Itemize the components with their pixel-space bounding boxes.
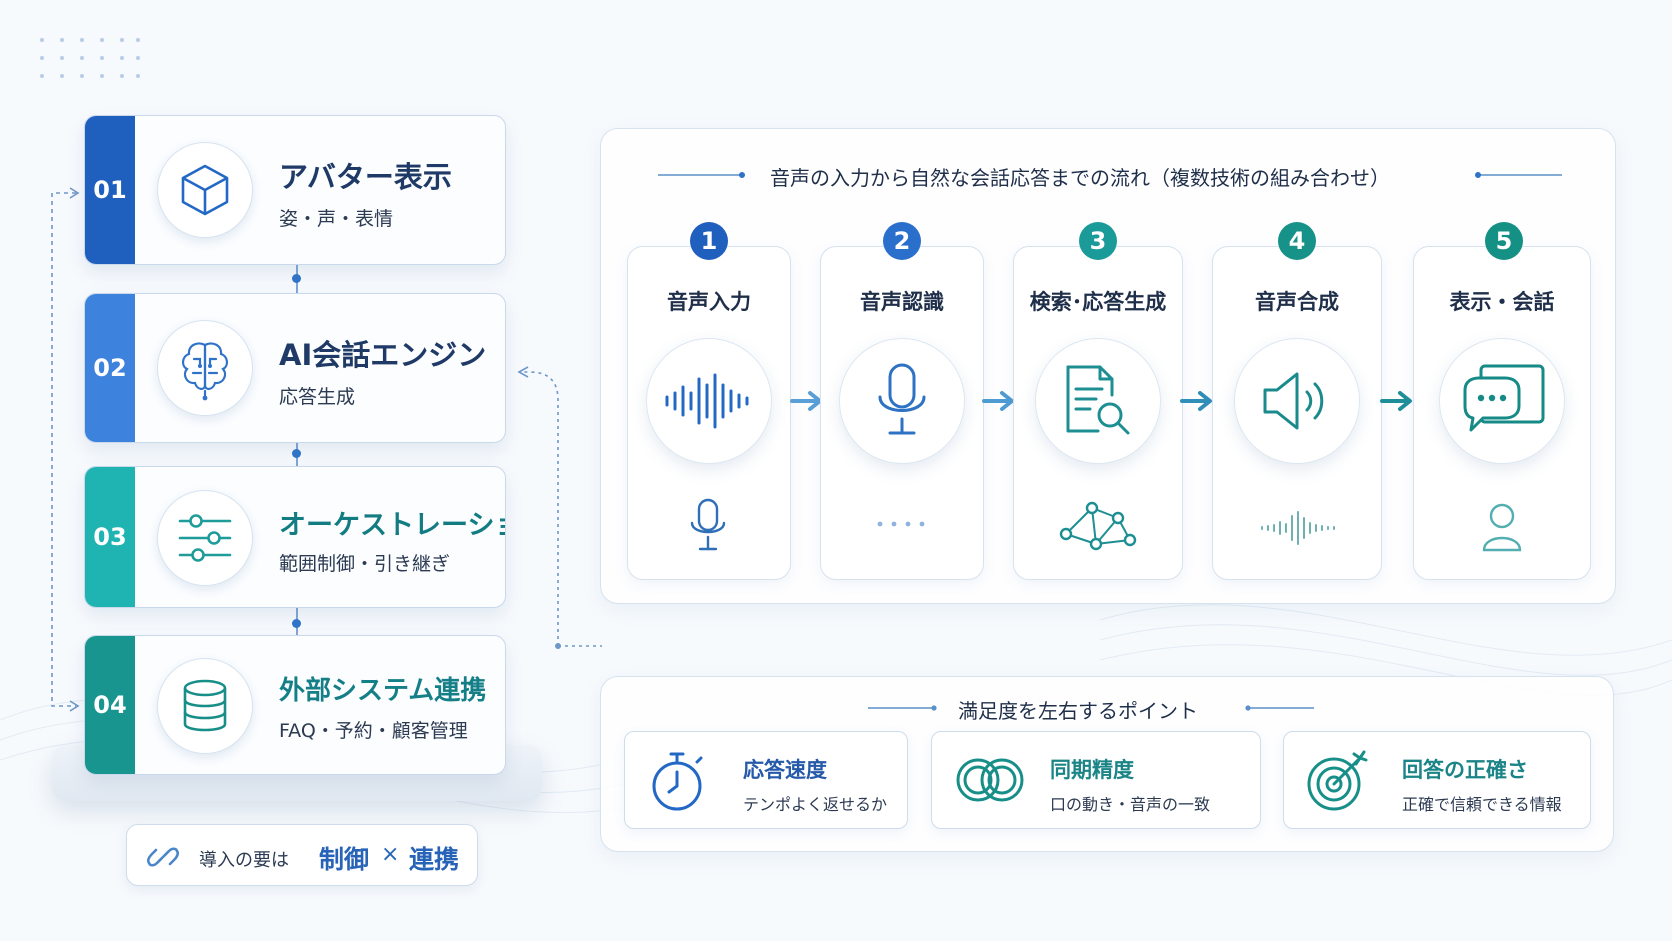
engine-link-arrowhead <box>517 366 529 378</box>
dots-icon <box>877 521 925 527</box>
layer-subtitle: 姿・声・表情 <box>279 208 394 230</box>
layer-icon-disc <box>157 490 253 586</box>
flow-title: 音声の入力から自然な会話応答までの流れ（複数技術の組み合わせ） <box>770 166 1390 190</box>
layer-card-03: 03 オーケストレーション 範囲制御・引き継ぎ <box>84 466 506 608</box>
satisfaction-point-desc: 正確で信頼できる情報 <box>1402 795 1562 814</box>
document-search-icon <box>1066 365 1130 435</box>
satisfaction-card-accuracy: 回答の正確さ 正確で信頼できる情報 <box>1283 731 1591 829</box>
flow-title-rule <box>658 172 1562 178</box>
cube-icon <box>181 164 229 216</box>
engine-link-dot <box>555 643 561 649</box>
layer-card-04: 04 外部システム連携 FAQ・予約・顧客管理 <box>84 635 506 775</box>
step-icon-disc <box>1035 338 1161 464</box>
step-number-badge: 3 <box>1079 222 1117 260</box>
step-number-badge: 2 <box>883 222 921 260</box>
satisfaction-title-rule <box>868 705 1314 711</box>
satisfaction-point-title: 応答速度 <box>743 758 827 782</box>
satisfaction-title: 満足度を左右するポイント <box>958 699 1198 723</box>
satisfaction-point-title: 同期精度 <box>1050 758 1134 782</box>
brain-circuit-icon <box>182 342 228 401</box>
layer-number: 04 <box>85 636 135 774</box>
satisfaction-card-sync: 同期精度 口の動き・音声の一致 <box>931 731 1261 829</box>
microphone-icon <box>878 363 926 435</box>
step-label: 音声合成 <box>1255 290 1339 314</box>
key-point-pill: 導入の要は 制御 × 連携 <box>126 824 478 886</box>
layer-title: オーケストレーション <box>279 510 505 541</box>
layer-title: アバター表示 <box>279 160 452 194</box>
loop-arrowhead-bottom <box>69 700 80 712</box>
target-icon <box>1307 750 1368 811</box>
layer-card-02: 02 AI会話エンジン 応答生成 <box>84 293 506 443</box>
layer-subtitle: FAQ・予約・顧客管理 <box>279 720 468 742</box>
flow-arrow-icon <box>1180 391 1212 411</box>
step-label: 音声認識 <box>860 290 944 314</box>
step-label: 表示・会話 <box>1449 290 1555 314</box>
step-label: 音声入力 <box>667 290 751 314</box>
flow-arrow-icon <box>982 391 1014 411</box>
microphone-icon <box>690 498 726 551</box>
satisfaction-point-desc: 口の動き・音声の一致 <box>1050 795 1211 814</box>
layer-icon-disc <box>157 320 253 416</box>
step-icon-disc <box>1234 338 1360 464</box>
database-icon <box>183 679 227 732</box>
overlap-rings-icon <box>956 758 1024 802</box>
link-icon <box>146 847 180 867</box>
layer-card-01: 01 アバター表示 姿・声・表情 <box>84 115 506 265</box>
step-icon-disc <box>1439 338 1565 464</box>
layer-icon-disc <box>157 658 253 754</box>
satisfaction-card-speed: 応答速度 テンポよく返せるか <box>624 731 908 829</box>
layer-title: 外部システム連携 <box>279 676 487 706</box>
stopwatch-icon <box>652 752 703 811</box>
sliders-icon <box>178 514 232 562</box>
satisfaction-point-desc: テンポよく返せるか <box>743 795 888 814</box>
network-icon <box>1059 501 1137 551</box>
step-number-badge: 1 <box>690 222 728 260</box>
step-icon-disc <box>839 338 965 464</box>
sound-wave-icon <box>1261 511 1335 545</box>
flow-arrow-icon <box>1380 391 1412 411</box>
layer-title: AI会話エンジン <box>279 338 487 372</box>
stack-connector-dot <box>292 274 301 283</box>
loop-arrow <box>51 192 76 707</box>
step-number-badge: 5 <box>1485 222 1523 260</box>
user-icon <box>1482 503 1522 552</box>
loop-arrowhead-top <box>69 187 80 199</box>
stack-connector-dot <box>292 449 301 458</box>
layer-icon-disc <box>157 142 253 238</box>
sound-wave-icon <box>665 373 749 429</box>
speaker-icon <box>1263 372 1324 430</box>
layer-number: 01 <box>85 116 135 264</box>
step-label: 検索･応答生成 <box>1029 290 1167 314</box>
stack-connector-dot <box>292 619 301 628</box>
dot-grid-decoration <box>40 38 140 78</box>
step-number-badge: 4 <box>1278 222 1316 260</box>
layer-number: 03 <box>85 467 135 607</box>
layer-subtitle: 範囲制御・引き継ぎ <box>279 553 451 575</box>
layer-number: 02 <box>85 294 135 442</box>
engine-link-line <box>522 371 559 646</box>
step-icon-disc <box>646 338 772 464</box>
key-point-term-control: 制御 <box>319 845 370 874</box>
key-point-prefix: 導入の要は <box>199 850 289 871</box>
satisfaction-point-title: 回答の正確さ <box>1402 758 1528 782</box>
layer-subtitle: 応答生成 <box>279 386 356 408</box>
key-point-times: × <box>381 842 400 867</box>
key-point-term-link: 連携 <box>409 845 460 874</box>
chat-bubble-icon <box>1463 364 1545 432</box>
